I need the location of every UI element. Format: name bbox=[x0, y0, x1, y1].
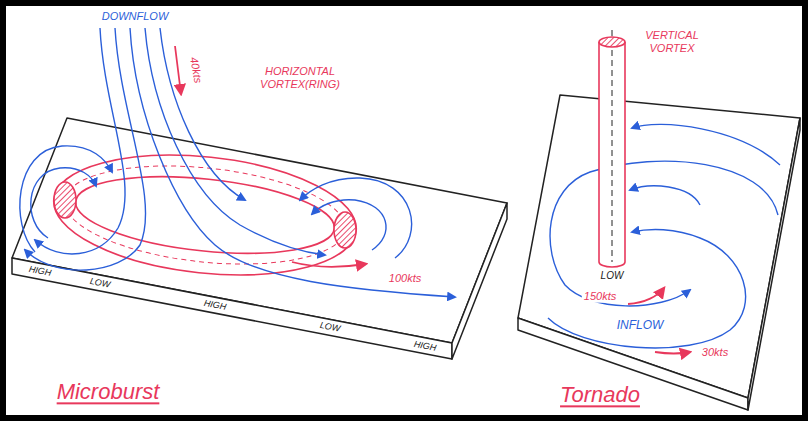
slab-side bbox=[748, 118, 800, 410]
speed-arrow bbox=[655, 352, 690, 354]
vortex-section bbox=[54, 182, 76, 218]
figure-title: Tornado bbox=[557, 382, 643, 407]
flow-line bbox=[130, 28, 455, 297]
speed-arrow bbox=[628, 288, 664, 304]
speed-arrow bbox=[292, 262, 366, 267]
speed-label: 40kts bbox=[187, 54, 205, 86]
pressure-label: LOW bbox=[87, 276, 113, 291]
slab-side bbox=[452, 203, 507, 359]
speed-arrows bbox=[175, 46, 366, 267]
pressure-label: HIGH bbox=[411, 338, 439, 353]
ring-axis bbox=[60, 154, 350, 277]
pressure-label: LOW bbox=[317, 320, 343, 335]
flow-line bbox=[300, 178, 412, 258]
inflow-line bbox=[630, 186, 700, 205]
cylinder-top bbox=[599, 37, 625, 47]
pressure-label: LOW bbox=[599, 270, 626, 282]
pressure-label: HIGH bbox=[26, 263, 54, 278]
speed-label: 100kts bbox=[387, 272, 423, 285]
flow-line bbox=[160, 28, 245, 200]
flow-line bbox=[35, 28, 125, 254]
vertical-vortex-cylinder bbox=[599, 30, 625, 267]
slab-front bbox=[12, 258, 452, 359]
microburst-flow bbox=[20, 28, 455, 297]
figure-title: Microburst bbox=[54, 379, 163, 404]
inflow-line bbox=[632, 124, 780, 165]
tornado-ground-slab bbox=[518, 95, 800, 410]
cylinder-base bbox=[599, 262, 625, 267]
speed-arrow bbox=[175, 46, 181, 94]
pressure-label: HIGH bbox=[201, 297, 229, 312]
cylinder-side bbox=[624, 42, 626, 262]
flow-line bbox=[312, 200, 386, 250]
tornado-inflow bbox=[548, 124, 780, 348]
microburst-ground-slab bbox=[12, 118, 507, 359]
flow-label: DOWNFLOW bbox=[100, 10, 171, 23]
vortex-label: VERTICAL VORTEX bbox=[637, 29, 707, 54]
white-ground bbox=[6, 6, 802, 415]
vortex-section bbox=[334, 212, 356, 248]
speed-label: 150kts bbox=[582, 290, 618, 303]
cylinder-side bbox=[598, 42, 600, 262]
flow-line bbox=[20, 146, 112, 252]
speed-label: 30kts bbox=[700, 346, 730, 359]
inflow-line bbox=[548, 230, 746, 348]
flow-label: INFLOW bbox=[615, 319, 666, 333]
slab-front bbox=[518, 318, 748, 410]
vortex-label: HORIZONTAL VORTEX(RING) bbox=[250, 65, 350, 90]
cylinder-axis bbox=[612, 30, 613, 262]
flow-line bbox=[31, 168, 96, 238]
flow-line bbox=[145, 28, 325, 255]
